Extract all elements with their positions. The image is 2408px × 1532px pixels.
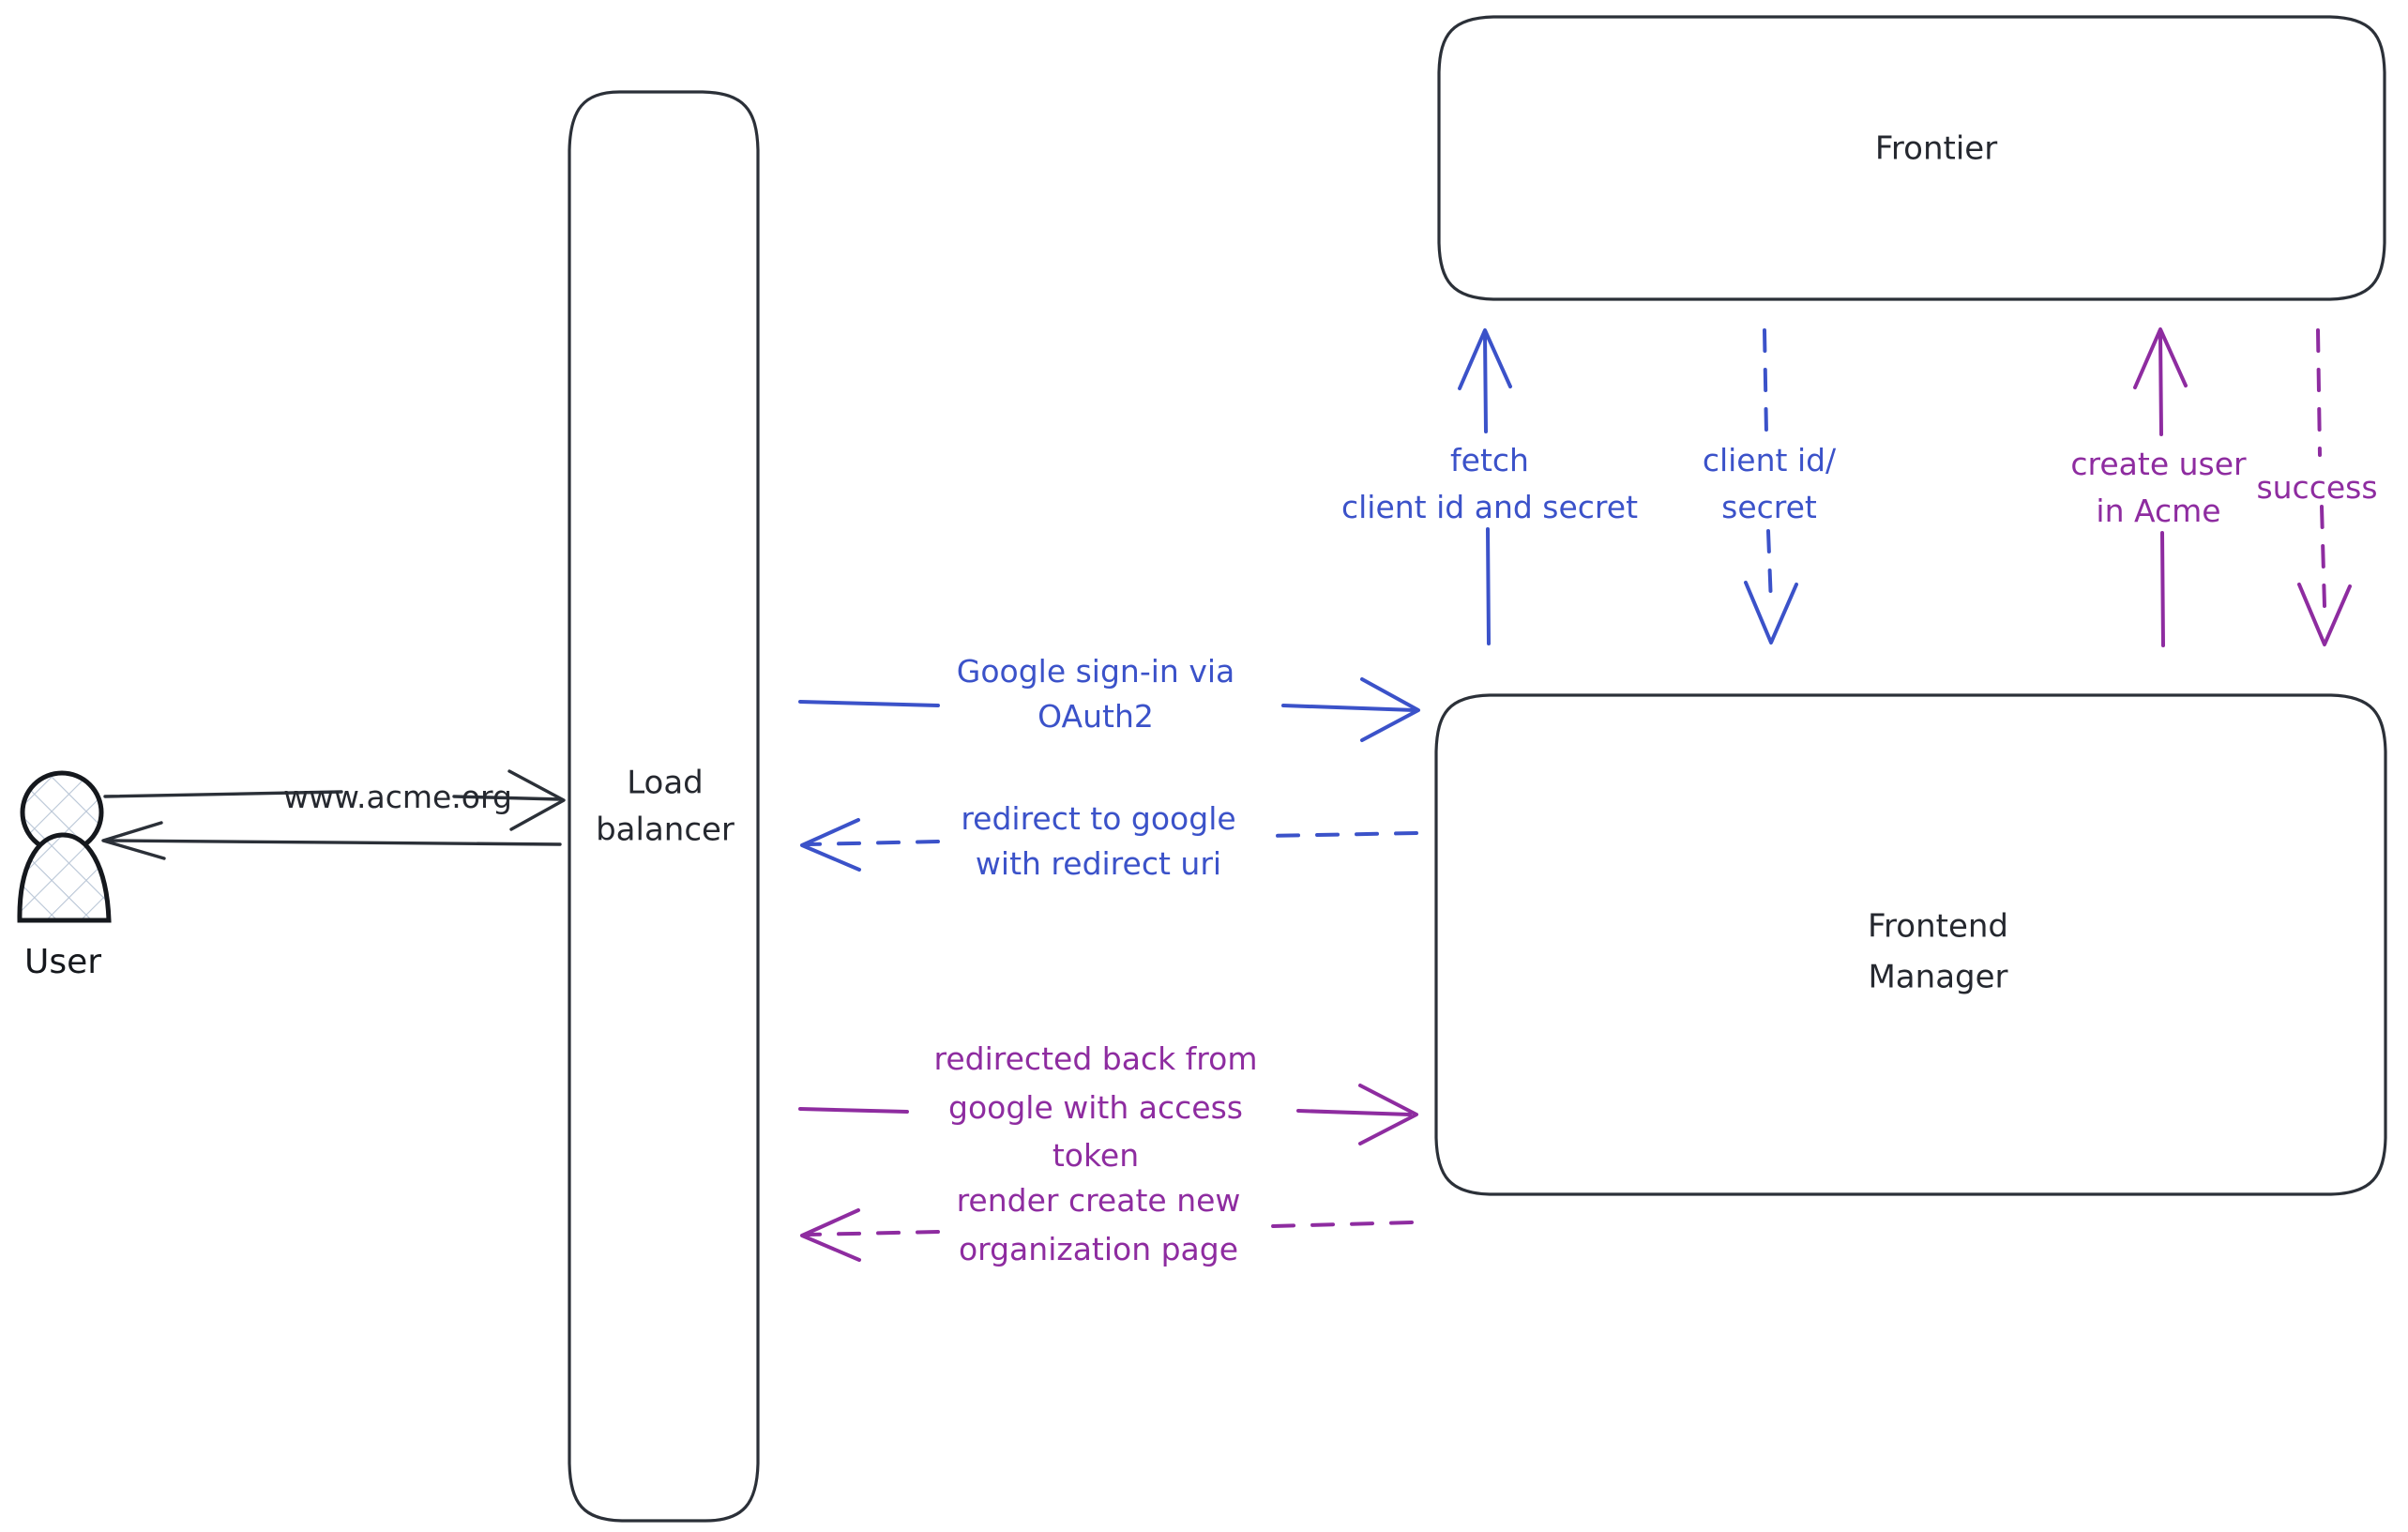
frontend-manager-label-line1: Frontend: [1868, 908, 2008, 946]
edge-render-create-org-page[interactable]: render create new organization page: [800, 1182, 1414, 1267]
edge-create-user-in-acme[interactable]: create user in Acme: [2070, 327, 2247, 647]
frontier-label: Frontier: [1875, 130, 1997, 168]
edge-label-token-line3: token: [1053, 1137, 1139, 1174]
load-balancer-label-line2: balancer: [596, 812, 735, 849]
edge-user-to-load-balancer[interactable]: www.acme.org: [103, 769, 566, 831]
frontier-node[interactable]: Frontier: [1437, 15, 2386, 301]
edge-load-balancer-to-user[interactable]: [101, 821, 562, 860]
edge-google-signin-oauth2[interactable]: Google sign-in via OAuth2: [798, 653, 1420, 742]
edge-label-render-line1: render create new: [957, 1182, 1241, 1219]
edge-label-clientid-line1: client id/: [1703, 442, 1837, 478]
frontend-manager-node[interactable]: Frontend Manager: [1434, 693, 2387, 1196]
edge-label-clientid-line2: secret: [1721, 489, 1817, 525]
edge-label-www-acme-org: www.acme.org: [283, 779, 512, 815]
load-balancer-shape: [568, 90, 760, 1523]
edge-client-id-secret-response[interactable]: client id/ secret: [1703, 328, 1837, 645]
edge-label-fetch-line2: client id and secret: [1341, 489, 1638, 525]
load-balancer-label-line1: Load: [627, 765, 704, 802]
edge-label-oauth-line2: OAuth2: [1037, 698, 1154, 735]
edge-label-createuser-line2: in Acme: [2096, 493, 2220, 529]
frontier-shape: [1437, 15, 2386, 301]
edge-label-token-line2: google with access: [948, 1089, 1243, 1126]
edge-label-token-line1: redirected back from: [934, 1040, 1258, 1077]
edge-redirected-back-with-token[interactable]: redirected back from google with access …: [798, 1040, 1418, 1174]
edge-label-redirect-line2: with redirect uri: [976, 845, 1221, 882]
frontend-manager-shape: [1434, 693, 2387, 1196]
frontend-manager-label-line2: Manager: [1868, 959, 2007, 996]
edge-success-response[interactable]: success: [2256, 328, 2378, 646]
edge-label-render-line2: organization page: [959, 1231, 1238, 1267]
user-actor-label: User: [24, 943, 101, 981]
edge-redirect-to-google[interactable]: redirect to google with redirect uri: [800, 800, 1418, 882]
load-balancer-node[interactable]: Load balancer: [568, 90, 760, 1523]
edge-label-oauth-line1: Google sign-in via: [957, 653, 1234, 690]
user-actor[interactable]: User: [17, 770, 112, 981]
person-body-icon: [17, 832, 112, 923]
edge-fetch-client-id-secret[interactable]: fetch client id and secret: [1341, 328, 1638, 645]
edge-label-redirect-line1: redirect to google: [961, 800, 1235, 837]
edge-label-createuser-line1: create user: [2070, 446, 2247, 482]
edge-label-fetch-line1: fetch: [1450, 442, 1529, 478]
edge-label-success: success: [2256, 469, 2377, 506]
